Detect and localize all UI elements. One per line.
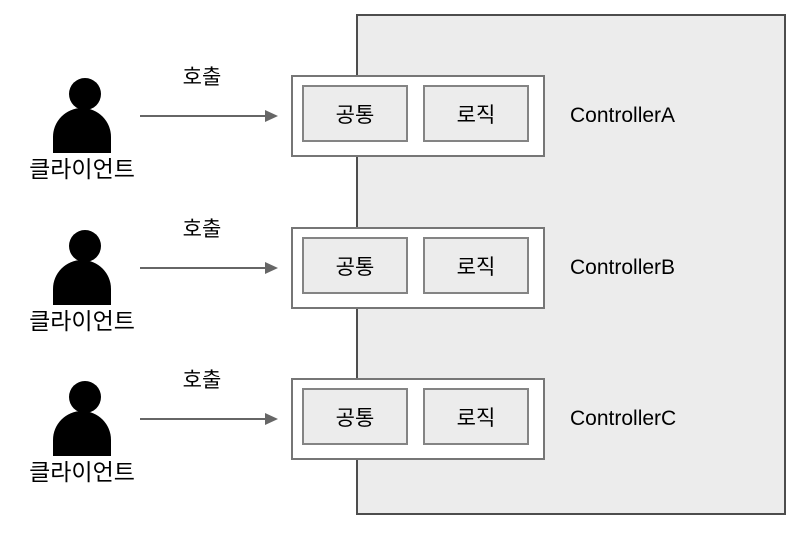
actor-label: 클라이언트 <box>29 308 135 334</box>
flow-row-c: 클라이언트 호출 공통 로직 ControllerC <box>0 369 801 498</box>
arrow-head-icon <box>265 110 278 122</box>
module-box-common: 공통 <box>302 237 408 294</box>
actor-label: 클라이언트 <box>29 459 135 485</box>
module-box-logic: 로직 <box>423 237 529 294</box>
controller-box: 공통 로직 <box>291 227 545 309</box>
arrow-head-icon <box>265 413 278 425</box>
flow-row-b: 클라이언트 호출 공통 로직 ControllerB <box>0 218 801 347</box>
person-head-icon <box>69 381 101 413</box>
arrow-label: 호출 <box>182 66 222 89</box>
module-box-logic: 로직 <box>423 388 529 445</box>
person-torso-icon <box>53 260 111 305</box>
module-box-common: 공통 <box>302 388 408 445</box>
arrow-head-icon <box>265 262 278 274</box>
controller-label: ControllerB <box>570 256 676 279</box>
controller-label: ControllerA <box>570 104 676 127</box>
person-torso-icon <box>53 411 111 456</box>
module-box-logic: 로직 <box>423 85 529 142</box>
call-arrow-line <box>140 115 266 117</box>
controller-box: 공통 로직 <box>291 378 545 460</box>
call-arrow-line <box>140 267 266 269</box>
person-torso-icon <box>53 108 111 153</box>
module-box-common: 공통 <box>302 85 408 142</box>
call-arrow-line <box>140 418 266 420</box>
controller-box: 공통 로직 <box>291 75 545 157</box>
actor-label: 클라이언트 <box>29 156 135 182</box>
controller-label: ControllerC <box>570 407 677 430</box>
arrow-label: 호출 <box>182 369 222 392</box>
arrow-label: 호출 <box>182 218 222 241</box>
person-head-icon <box>69 230 101 262</box>
person-head-icon <box>69 78 101 110</box>
flow-row-a: 클라이언트 호출 공통 로직 ControllerA <box>0 66 801 195</box>
